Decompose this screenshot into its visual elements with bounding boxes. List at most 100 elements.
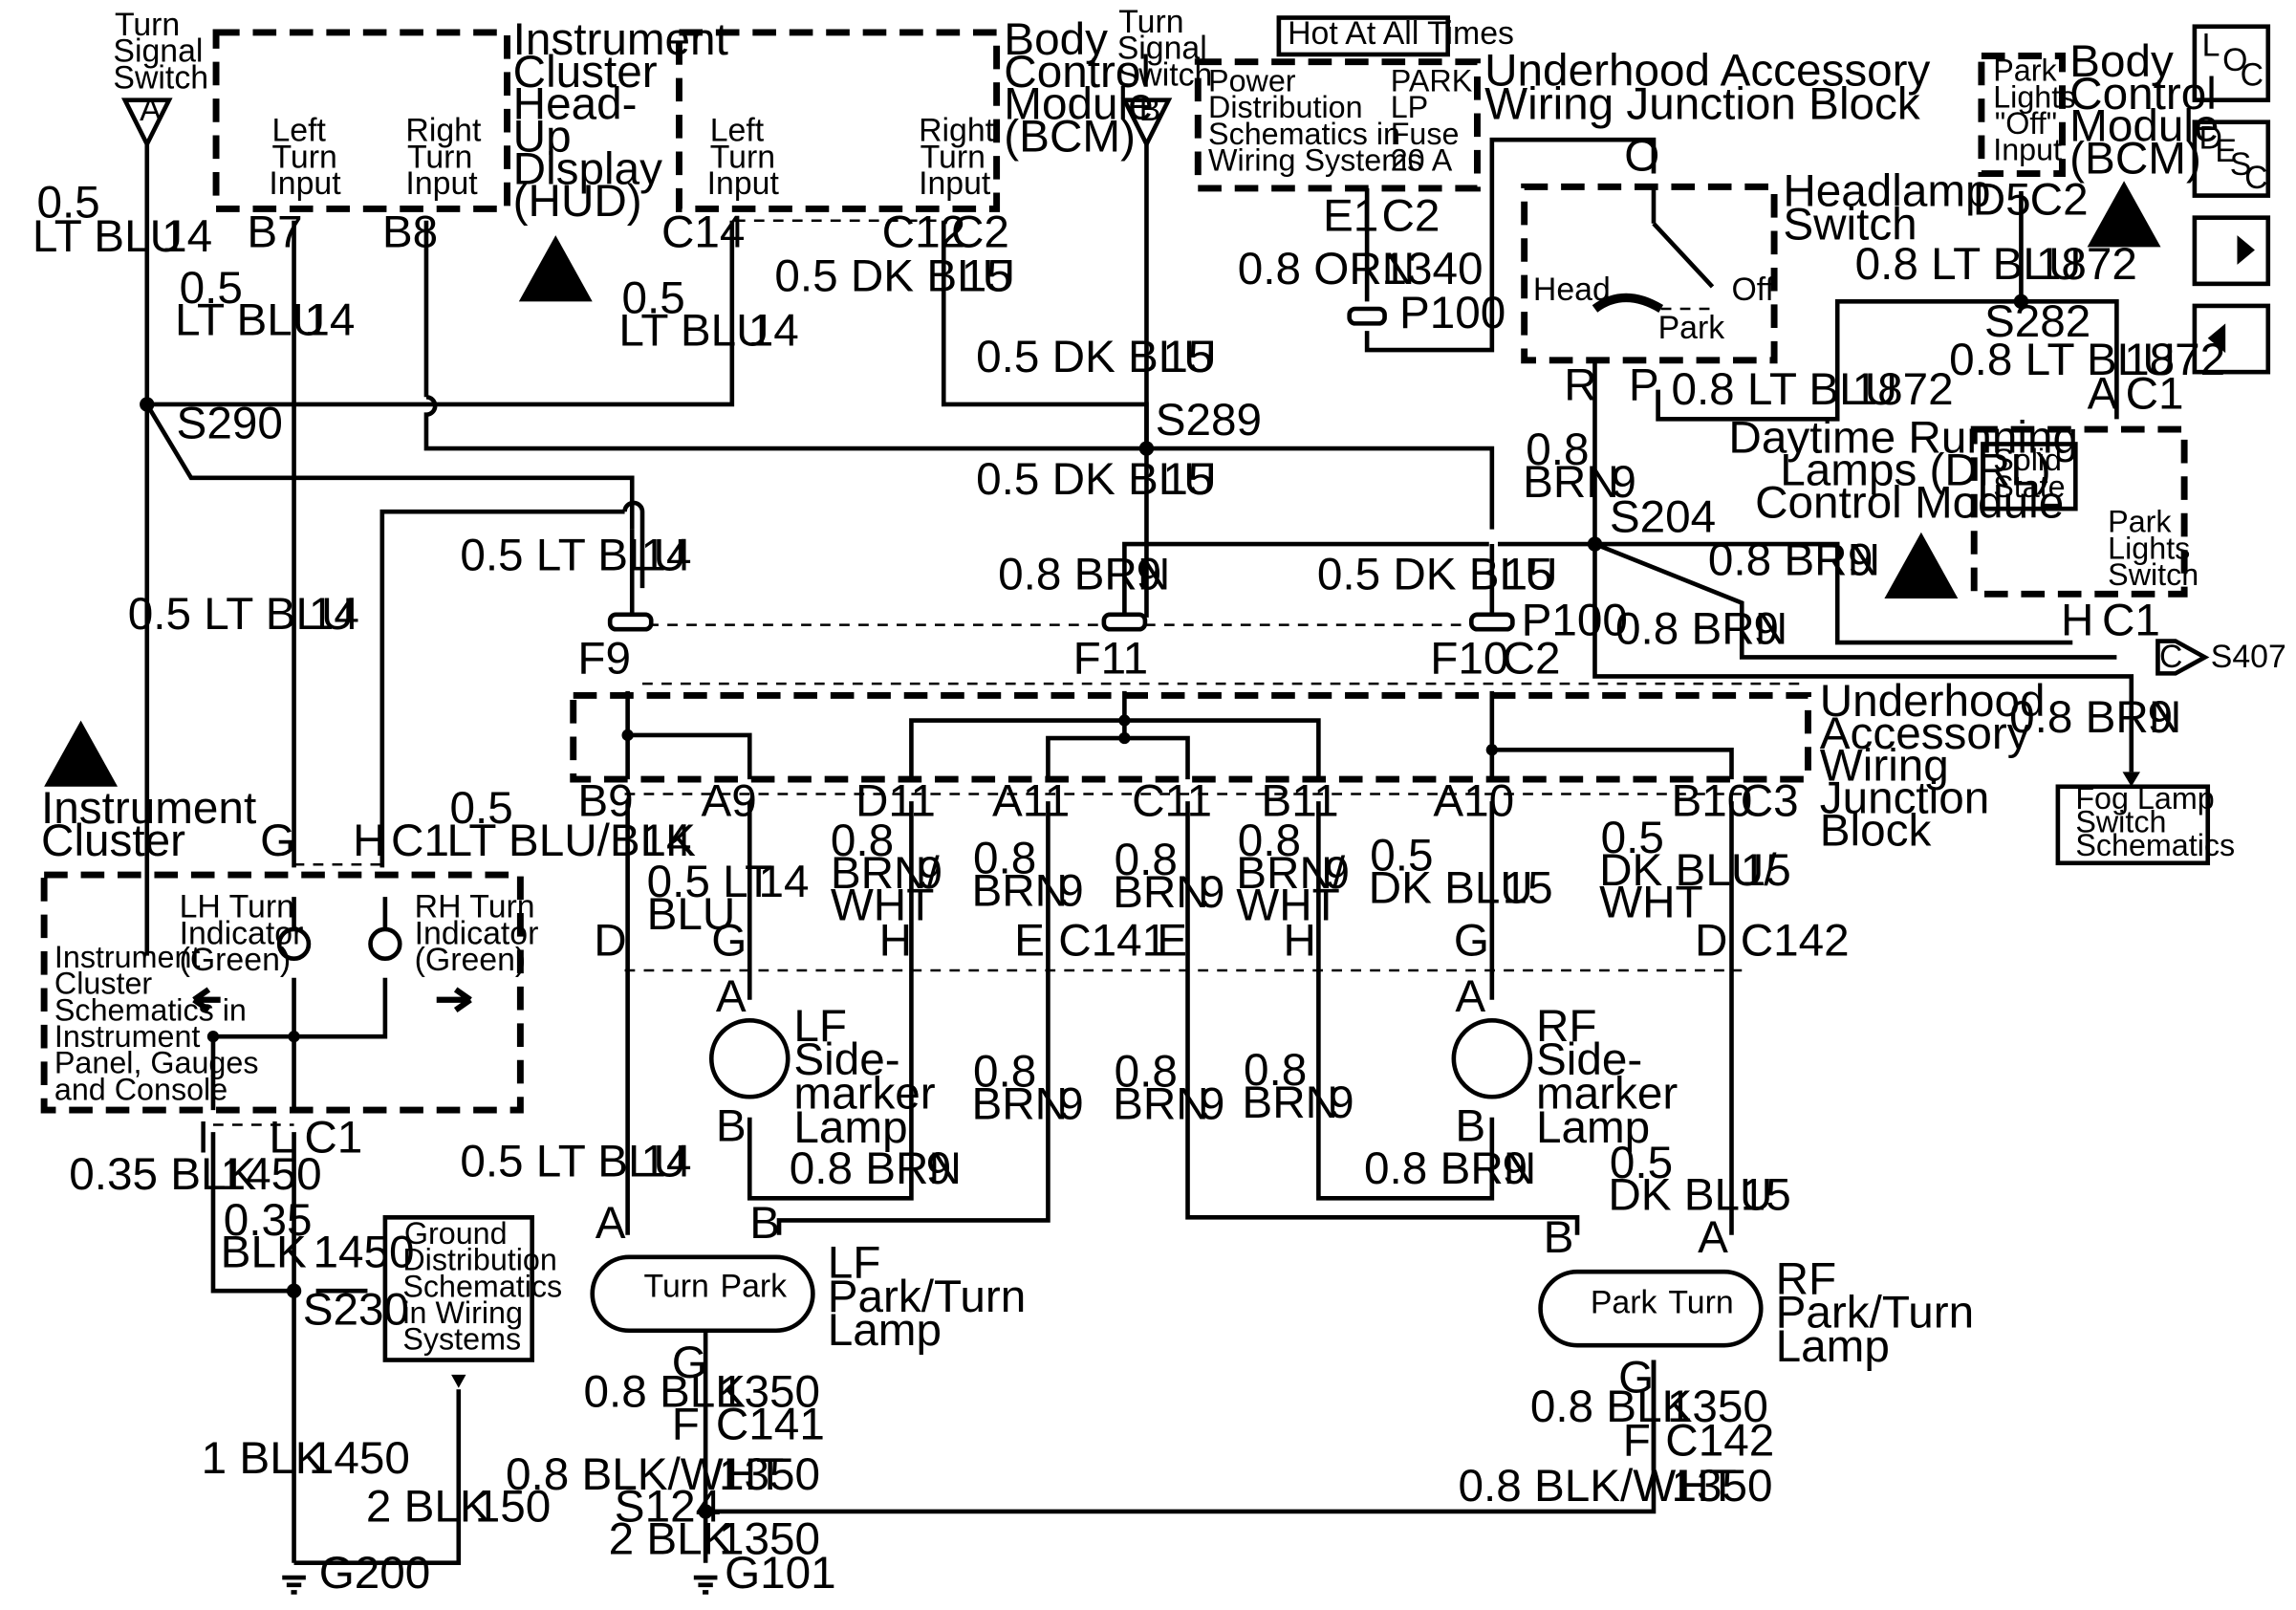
power-dist-label: Power <box>1208 63 1296 98</box>
connector-label: E <box>1014 916 1045 967</box>
wire-label: 15 <box>1162 332 1213 382</box>
pin-label: A <box>716 971 747 1022</box>
wire-label: 9 <box>1200 1078 1225 1129</box>
pin-label: A <box>1698 1212 1728 1263</box>
ground-label: G101 <box>725 1548 836 1599</box>
wire-label: 14 <box>758 857 809 907</box>
pin-label: C1 <box>2102 595 2160 645</box>
ipc-title: Head- <box>513 79 638 130</box>
connector-label: P100 <box>1399 288 1505 338</box>
pin-label: G <box>1618 1352 1654 1403</box>
ipc-right-input: Right <box>405 113 482 149</box>
wire-label: 0.5 LT BLU <box>128 589 355 640</box>
wire-label: 0.5 LT <box>647 857 773 907</box>
wire-label: 0.8 <box>1115 1046 1178 1097</box>
connector-label: E <box>1157 916 1187 967</box>
ipc-title: Cluster <box>513 47 658 98</box>
wire-label: 0.8 BRN <box>1364 1143 1536 1194</box>
pin-label: C2 <box>2030 175 2089 226</box>
drl-box <box>1970 425 2188 598</box>
wire-label: 1872 <box>2124 335 2225 385</box>
rh-indicator-bulb <box>368 926 402 962</box>
wiring-lines <box>144 137 2134 1566</box>
wire-label: 14 <box>640 816 691 866</box>
drl-title: Lamps (DRL) <box>1780 446 2050 496</box>
wire-label: WHT <box>831 881 935 931</box>
wire-label: LT BLU <box>175 295 325 346</box>
wire-label: BRN <box>1113 867 1209 918</box>
wire-label: 1450 <box>221 1149 322 1200</box>
lh-label: Indicator <box>180 915 304 951</box>
wire-label: WHT <box>1599 878 1703 928</box>
pin-label: C1 <box>2126 369 2184 420</box>
ipc-title: Up <box>513 111 572 162</box>
prev-button[interactable] <box>2192 303 2271 375</box>
wire-label: 9 <box>1503 1143 1528 1194</box>
fog-label: Schematics <box>2075 828 2235 862</box>
pin-label: A <box>1455 971 1485 1022</box>
solid-state-label: State <box>1993 469 2065 504</box>
rh-label: Indicator <box>415 915 539 951</box>
tss-a-label: Switch <box>113 59 208 96</box>
drl-title: Control Module <box>1755 477 2064 528</box>
wire-label: 0.5 LT BLU <box>460 1136 686 1186</box>
connector-label: H <box>1283 916 1315 967</box>
fuse-box <box>1194 58 1481 192</box>
wire-label: BLK <box>221 1228 307 1278</box>
wire-label: 1350 <box>1671 1461 1772 1512</box>
ground-dist-label: in Wiring <box>402 1295 523 1330</box>
headlamp-contact <box>1592 293 1664 314</box>
loc-letter: L <box>2202 28 2220 64</box>
esd-icon <box>2087 181 2161 248</box>
wire-label: DK BLU/ <box>1599 845 1777 896</box>
rf-sidemarker-bulb <box>1451 1017 1533 1099</box>
wire-label: 0.8 <box>1526 424 1589 475</box>
connector-label: C142 <box>1741 916 1850 967</box>
wire-label: 0.8 BRN <box>2009 692 2181 743</box>
wire-label: BRN/ <box>831 848 941 899</box>
tss-a-pin: A <box>140 92 162 128</box>
next-button[interactable] <box>2192 215 2271 287</box>
uh-mid-title: Accessory <box>1820 708 2030 759</box>
rf-park-title: Park/Turn <box>1776 1288 1974 1338</box>
lf-side-title: marker <box>793 1069 935 1120</box>
right-arrow-icon <box>436 987 472 1013</box>
tss-a-label: Signal <box>113 33 203 70</box>
solid-boxes <box>382 15 2271 1362</box>
wire-label: 0.8 BRN <box>1615 604 1787 655</box>
loc-letter: O <box>2222 42 2247 78</box>
headlamp-park: Park <box>1658 310 1725 346</box>
bcm-right-title: (BCM) <box>2069 134 2201 185</box>
drl-title: Daytime Running <box>1728 413 2078 464</box>
wire-label: BLU <box>647 889 736 940</box>
connector-label: A11 <box>992 776 1070 827</box>
wire-label: 0.8 BRN <box>998 550 1170 600</box>
loc-button[interactable] <box>2192 24 2271 102</box>
wire-label: 150 <box>475 1482 552 1533</box>
pin-label: E1 <box>1323 191 1378 242</box>
headlamp-title: Headlamp <box>1783 165 1990 216</box>
splice-dot <box>140 397 155 412</box>
connector-label: C141 <box>1058 916 1167 967</box>
rf-side-title: RF <box>1536 1001 1597 1052</box>
wire-label: 1872 <box>1852 364 1954 415</box>
wire-label: 0.8 <box>973 834 1036 884</box>
wire-label: 1450 <box>314 1228 415 1278</box>
wire-label: 0.5 DK BLU <box>1317 550 1558 600</box>
fuse-label: LP <box>1391 90 1429 124</box>
uh-block-title: Underhood Accessory <box>1484 45 1930 96</box>
esd-icon <box>44 720 119 787</box>
connector-label: C11 <box>1132 776 1212 827</box>
fog-lamp-box <box>2055 784 2211 866</box>
pin-label: P <box>1629 359 1659 410</box>
ground-dist-label: Distribution <box>402 1243 556 1277</box>
pin-label: A <box>2088 369 2118 420</box>
pin-label: C14 <box>661 207 745 257</box>
splice-dots <box>140 294 2029 1519</box>
wire-label: 9 <box>1754 604 1780 655</box>
wire-label: 0.5 <box>1610 1138 1673 1188</box>
bcm-top-box <box>675 29 1001 212</box>
desc-button[interactable] <box>2192 120 2271 198</box>
connector-label: C2 <box>1503 633 1561 684</box>
bcm-title: Control <box>1004 47 1151 98</box>
